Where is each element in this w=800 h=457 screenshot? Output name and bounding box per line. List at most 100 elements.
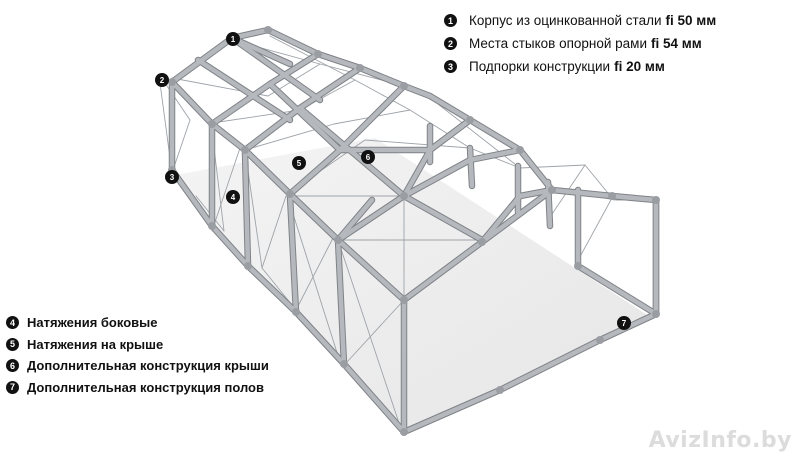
frame-joint [264, 26, 272, 34]
number-badge-icon: 1 [444, 14, 457, 27]
frame-structure [159, 26, 660, 436]
number-badge-icon: 5 [6, 337, 19, 351]
frame-tube [287, 191, 341, 243]
legend-text: Натяжения на крыше [27, 336, 164, 352]
frame-tube [401, 387, 503, 435]
legend-dimension: fi 50 мм [665, 13, 717, 28]
legend-bottom: 4 Натяжения боковые 5 Натяжения на крыше 6… [6, 312, 269, 398]
marker-1: 1 [226, 32, 240, 46]
legend-item-7: 7 Дополнительная конструкция полов [6, 377, 269, 399]
frame-joint [608, 192, 616, 200]
frame-tube [335, 193, 407, 243]
frame-tube [245, 263, 299, 315]
frame-tube [609, 193, 659, 203]
frame-tube [427, 93, 473, 123]
frame-joint [400, 296, 408, 304]
frame-tube [357, 65, 407, 89]
frame-joint [400, 428, 408, 436]
frame-tube [169, 167, 215, 229]
frame-tube [401, 157, 473, 199]
legend-text: Корпус из оцинкованной стали [469, 13, 662, 28]
frame-tube [401, 83, 433, 99]
frame-joint [466, 116, 474, 124]
frame-tube [242, 149, 251, 269]
marker-7: 7 [617, 316, 631, 330]
number-badge-icon: 7 [6, 380, 19, 394]
svg-text:4: 4 [231, 193, 236, 202]
frame-tube [242, 147, 293, 197]
legend-text: Натяжения боковые [27, 315, 158, 331]
frame-tube [209, 223, 251, 269]
frame-tube [401, 193, 485, 243]
legend-item-5: 5 Натяжения на крыше [6, 334, 269, 356]
legend-dimension: fi 20 мм [614, 59, 665, 74]
marker-4: 4 [226, 190, 240, 204]
frame-tube [467, 117, 523, 153]
frame-tube [287, 193, 299, 315]
frame-tube [335, 197, 375, 243]
frame-tube [337, 83, 407, 153]
number-badge-icon: 3 [444, 60, 457, 73]
svg-text:2: 2 [160, 76, 165, 85]
frame-tube [479, 187, 555, 245]
frame-tube [229, 35, 323, 103]
frame-tube [209, 121, 248, 153]
frame-tube [479, 193, 523, 245]
legend-text: Подпорки конструкции [469, 59, 611, 74]
frame-tube [242, 105, 303, 153]
marker-2: 2 [155, 73, 169, 87]
frame-joint [244, 262, 252, 270]
frame-tube [335, 237, 407, 303]
frame-tube [209, 81, 273, 127]
frame-tube [401, 147, 433, 199]
frame-joint [516, 146, 524, 154]
number-badge-icon: 2 [444, 37, 457, 50]
frame-tube [517, 187, 555, 199]
frame-joint [596, 336, 604, 344]
frame-joint [334, 236, 342, 244]
legend-dimension: fi 54 мм [651, 36, 702, 51]
frame-tube [315, 51, 363, 71]
frame-joint [652, 310, 660, 318]
frame-tube [267, 51, 321, 87]
frame-tube [265, 27, 321, 57]
frame-joint [314, 50, 322, 58]
frame-tube [341, 361, 407, 435]
frame-joint [340, 360, 348, 368]
watermark: AvizInfo.by [648, 428, 792, 453]
frame-tube [287, 147, 343, 197]
frame-tube [467, 145, 475, 189]
frame-tube [195, 57, 293, 123]
frame-tube [467, 147, 523, 163]
number-badge-icon: 4 [6, 316, 19, 330]
frame-joint [241, 146, 249, 154]
number-badge-icon: 6 [6, 359, 19, 373]
legend-item-4: 4 Натяжения боковые [6, 312, 269, 334]
frame-tube [267, 81, 343, 153]
marker-6: 6 [361, 150, 375, 164]
legend-text: Дополнительная конструкция полов [27, 379, 264, 395]
frame-joint [356, 64, 364, 72]
svg-text:6: 6 [366, 153, 371, 162]
marker-5: 5 [292, 156, 306, 170]
frame-tube [517, 147, 555, 193]
frame-joint [574, 262, 582, 270]
frame-joint [286, 190, 294, 198]
marker-3: 3 [165, 170, 179, 184]
svg-text:7: 7 [622, 319, 627, 328]
frame-tube [169, 79, 215, 127]
frame-tube [293, 309, 347, 367]
frame-joint [652, 196, 660, 204]
legend-item-2: 2 Места стыков опорной рами fi 54 мм [444, 32, 716, 55]
frame-tube [401, 239, 485, 303]
svg-text:3: 3 [170, 173, 175, 182]
frame-tube [297, 65, 363, 111]
legend-text: Места стыков опорной рами [469, 36, 647, 51]
frame-joint [548, 186, 556, 194]
frame-joint [168, 78, 176, 86]
frame-joint [496, 386, 504, 394]
